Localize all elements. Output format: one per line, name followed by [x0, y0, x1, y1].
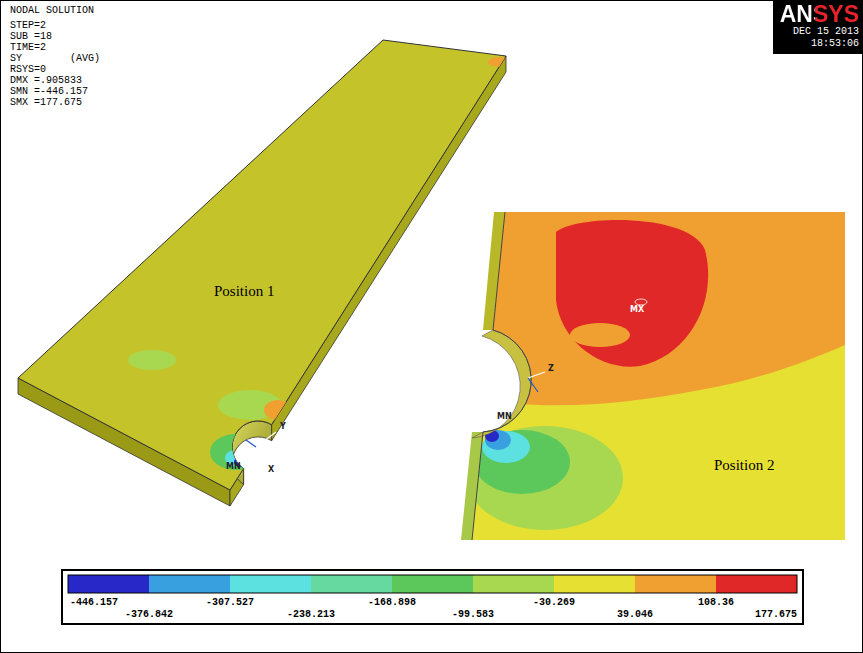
- axis-label: Z: [548, 364, 554, 373]
- header-line: RSYS=0: [10, 64, 46, 75]
- header-line: DMX =.905833: [10, 75, 82, 86]
- extreme-marker: MX: [630, 305, 644, 314]
- axis-label: Y: [280, 422, 286, 431]
- header-line: TIME=2: [10, 42, 46, 53]
- notch-detail: [460, 212, 850, 542]
- scale-value: 39.046: [617, 609, 653, 620]
- logo-box: ANSYSDEC 15 2013 18:53:06: [773, 0, 863, 54]
- scale-value: -99.583: [452, 609, 494, 620]
- header-line: SMN =-446.157: [10, 86, 88, 97]
- scale-value: -168.898: [368, 597, 416, 608]
- position-label: Position 1: [214, 283, 274, 300]
- header-line: SY (AVG): [10, 53, 100, 64]
- extreme-marker: MN: [226, 462, 241, 471]
- scale-value: 108.36: [698, 597, 734, 608]
- timestamp: DEC 15 2013 18:53:06: [779, 26, 859, 50]
- header-line: SMX =177.675: [10, 97, 82, 108]
- axis-label: X: [268, 465, 274, 474]
- scale-value: 177.675: [755, 609, 797, 620]
- logo-text: ANSYS: [779, 2, 859, 26]
- header-line: SUB =18: [10, 31, 52, 42]
- scale-value: -376.842: [125, 609, 173, 620]
- scale-value: -446.157: [70, 597, 118, 608]
- header-line: STEP=2: [10, 20, 46, 31]
- contour-scale: [62, 570, 803, 624]
- header-line: NODAL SOLUTION: [10, 5, 94, 16]
- scale-value: -238.213: [287, 609, 335, 620]
- scale-value: -30.269: [533, 597, 575, 608]
- scale-value: -307.527: [206, 597, 254, 608]
- extreme-marker: MN: [497, 412, 512, 421]
- position-label: Position 2: [714, 457, 774, 474]
- plate-model: [18, 40, 512, 506]
